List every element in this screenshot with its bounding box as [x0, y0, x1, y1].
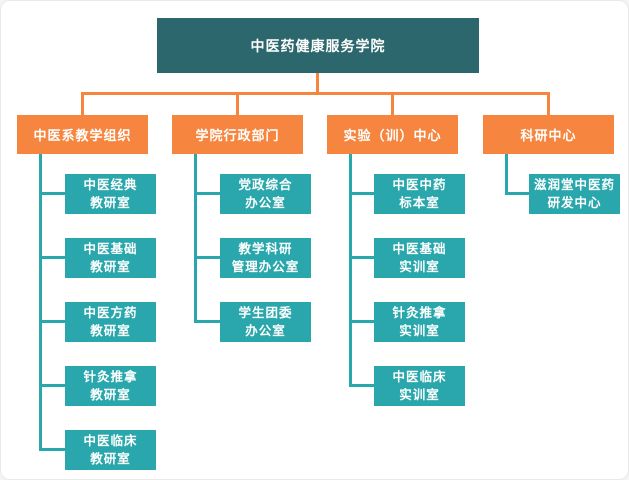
branch-node-research-center: 科研中心	[483, 115, 614, 154]
connector-stub-tcm-classics	[39, 192, 65, 195]
connector-drop-research-center	[547, 92, 550, 115]
child-node-acupuncture-tuina-office: 针灸推拿 教研室	[65, 366, 156, 406]
child-node-tcm-clinical-training-room: 中医临床 实训室	[374, 366, 465, 406]
child-node-tcm-classics-office: 中医经典 教研室	[65, 174, 156, 214]
child-node-tcm-prescription-office: 中医方药 教研室	[65, 302, 156, 342]
connector-stub-student-league-office	[194, 320, 220, 323]
connector-spine-research-center	[505, 154, 508, 195]
connector-stub-party-admin-office	[194, 192, 220, 195]
connector-stub-tcm-prescription	[39, 320, 65, 323]
connector-spine-admin-departments	[194, 154, 197, 323]
branch-node-training-center: 实验（训）中心	[327, 115, 458, 154]
connector-branch-rail	[81, 92, 550, 95]
child-node-teaching-research-admin-office: 教学科研 管理办公室	[220, 238, 311, 278]
child-node-student-youth-league-office: 学生团委 办公室	[220, 302, 311, 342]
connector-spine-training-center	[349, 154, 352, 387]
connector-stub-ziruntang-center	[505, 192, 529, 195]
branch-node-tcm-teaching-org: 中医系教学组织	[17, 115, 148, 154]
connector-stub-acupuncture-office	[39, 384, 65, 387]
child-node-acupuncture-tuina-training-room: 针灸推拿 实训室	[374, 302, 465, 342]
child-node-tcm-foundation-office: 中医基础 教研室	[65, 238, 156, 278]
connector-stub-tcm-clinical-training	[349, 384, 374, 387]
child-node-tcm-specimen-room: 中医中药 标本室	[374, 174, 465, 214]
connector-stub-tcm-clinical-office	[39, 448, 65, 451]
connector-root-stem	[316, 73, 319, 93]
child-node-tcm-clinical-office: 中医临床 教研室	[65, 430, 156, 470]
connector-stub-teaching-research-office	[194, 256, 220, 259]
connector-drop-training-center	[391, 92, 394, 115]
connector-stub-acupuncture-training	[349, 320, 374, 323]
child-node-tcm-foundation-training-room: 中医基础 实训室	[374, 238, 465, 278]
connector-drop-admin-departments	[236, 92, 239, 115]
branch-node-admin-departments: 学院行政部门	[172, 115, 303, 154]
connector-stub-tcm-foundation	[39, 256, 65, 259]
child-node-party-admin-office: 党政综合 办公室	[220, 174, 311, 214]
child-node-ziruntang-rd-center: 滋润堂中医药 研发中心	[529, 174, 620, 214]
connector-stub-tcm-foundation-training	[349, 256, 374, 259]
connector-drop-teaching-org	[81, 92, 84, 115]
connector-stub-tcm-specimen-room	[349, 192, 374, 195]
org-root-node: 中医药健康服务学院	[157, 18, 479, 73]
connector-spine-teaching-org	[39, 154, 42, 451]
